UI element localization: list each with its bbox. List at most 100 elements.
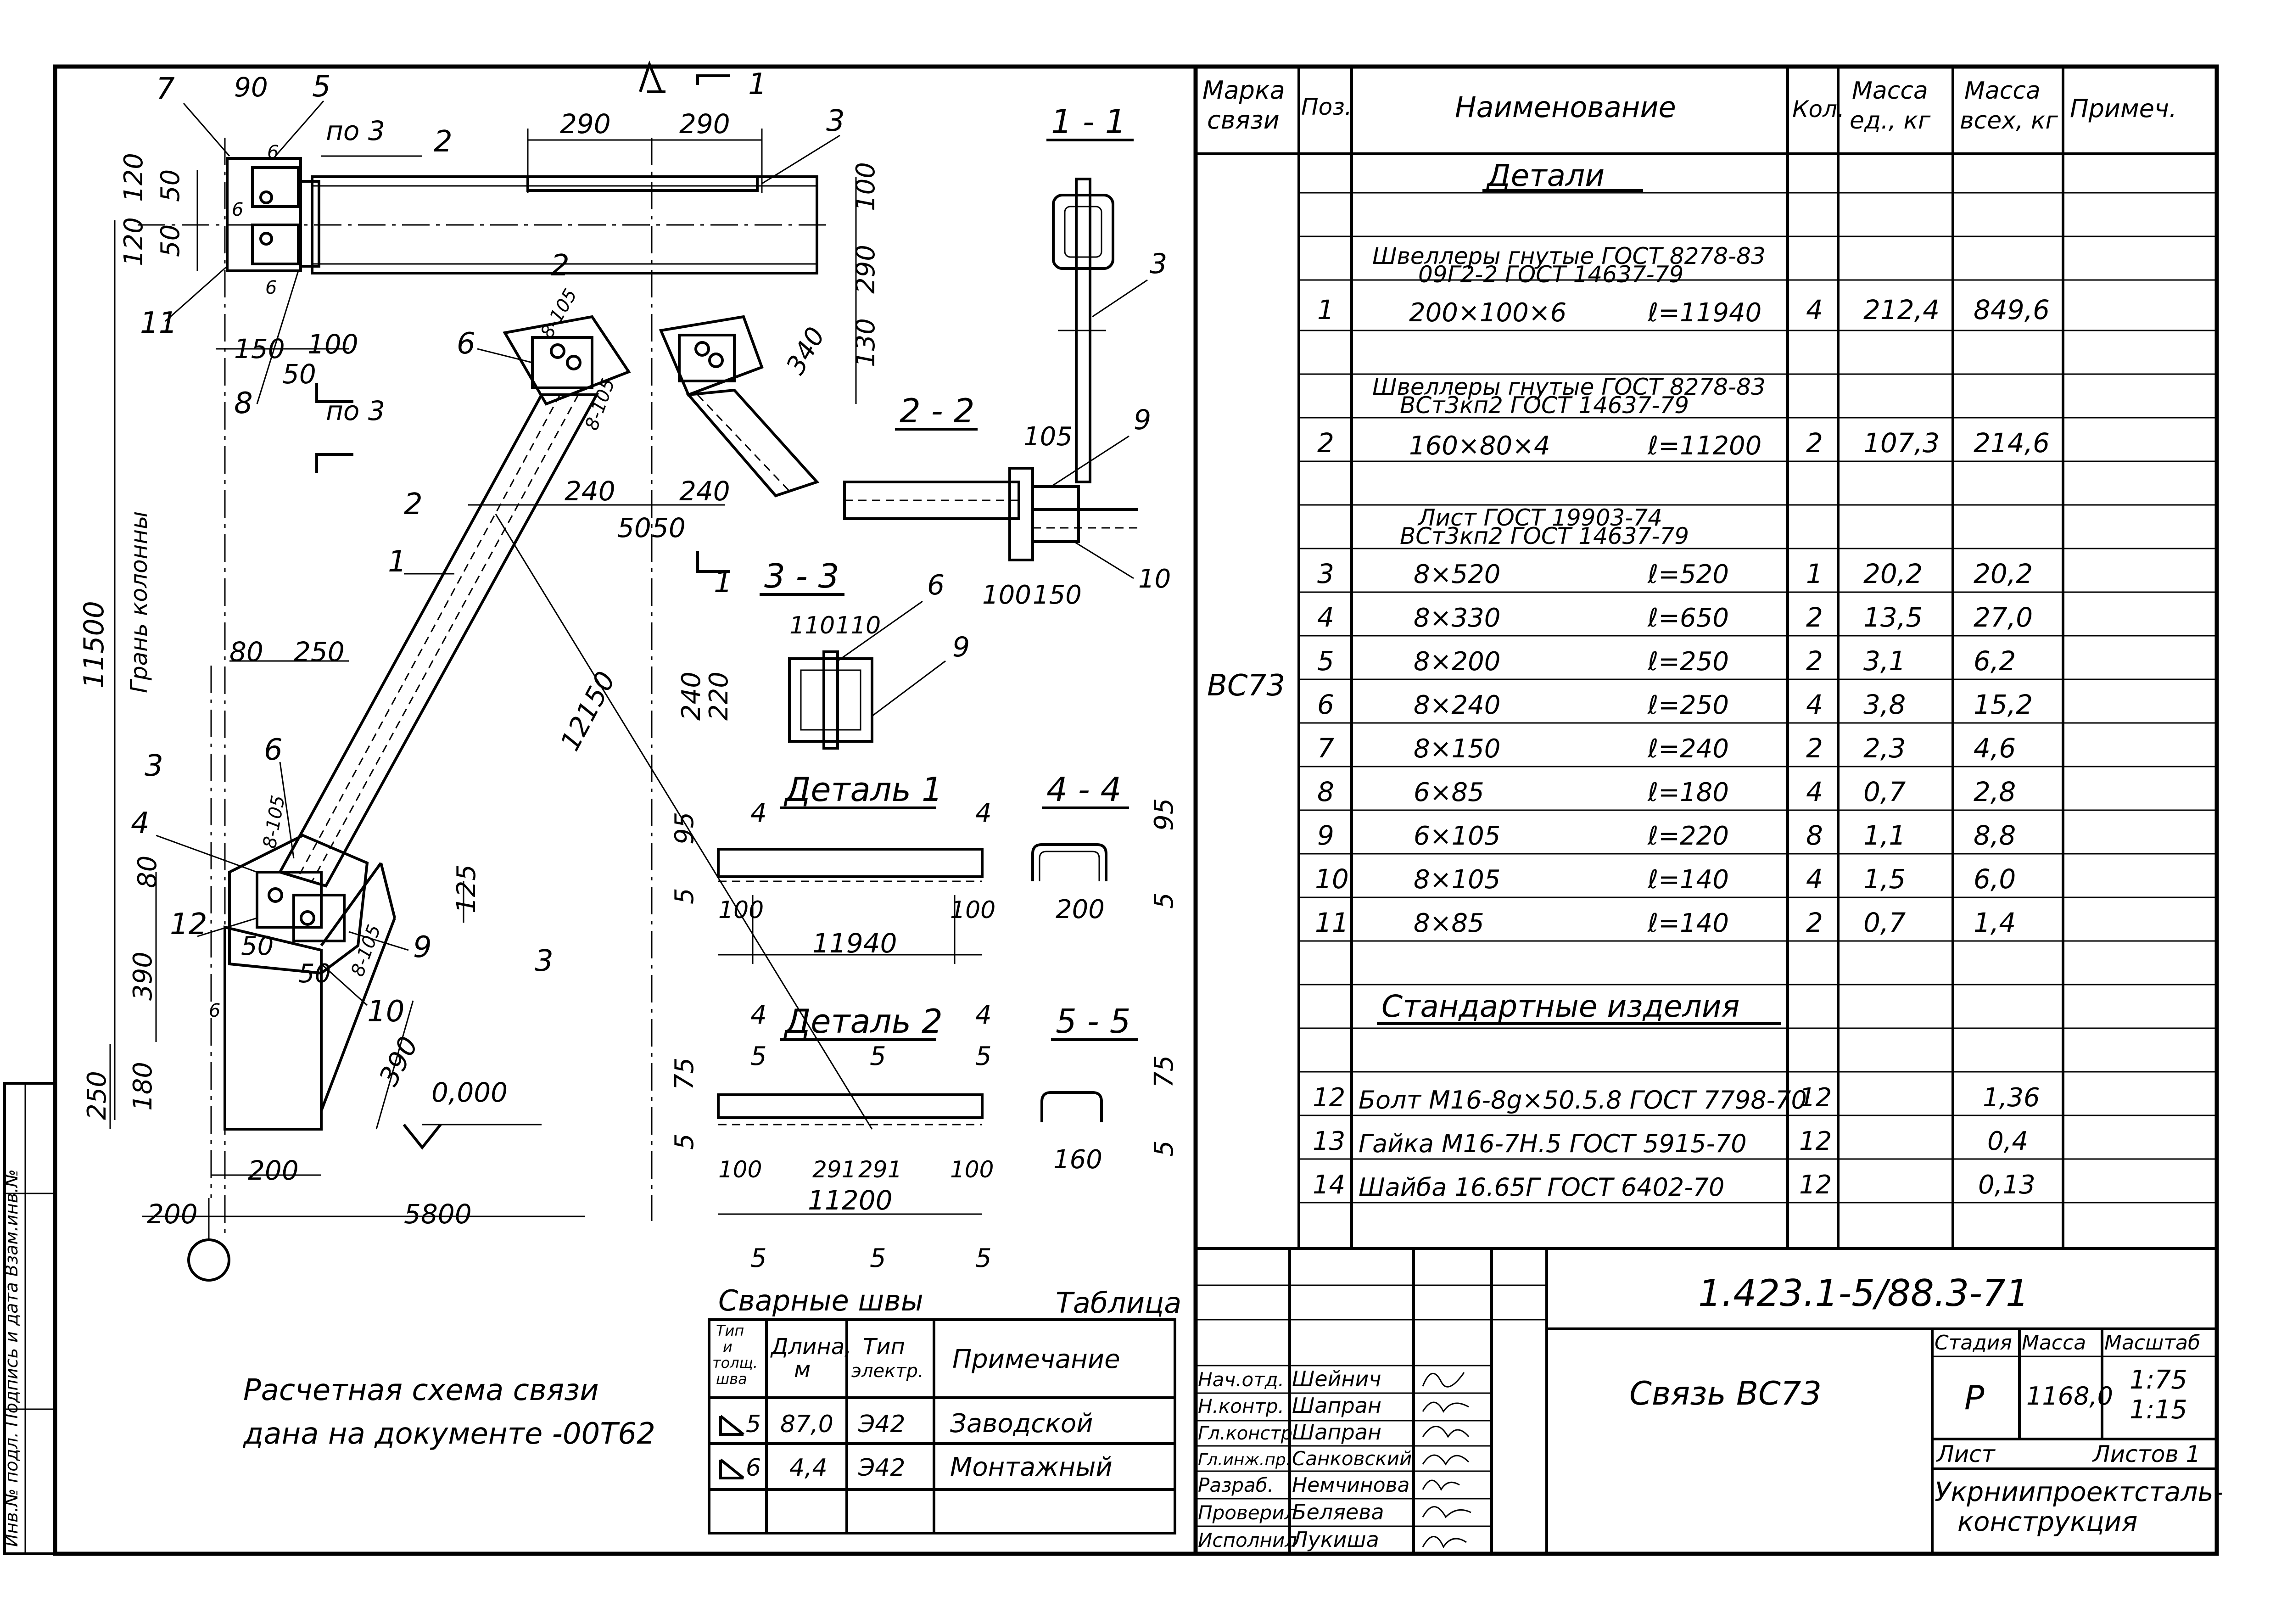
spec-group-1b: 09Г2-2 ГОСТ 14637-79 (1418, 261, 1683, 288)
spec-section-standard: Стандартные изделия (1381, 989, 1739, 1024)
dim-50f: 50 (241, 931, 274, 961)
cut-4a: 4 (750, 798, 767, 828)
callout-6b: 6 (264, 733, 283, 767)
dim-390a: 390 (128, 952, 158, 1001)
spec-std-row-12: 12 Болт М16-8g×50.5.8 ГОСТ 7798-70 12 1,… (1313, 1083, 2040, 1114)
dim-180: 180 (128, 1062, 158, 1111)
welds-h-type-2: и (723, 1338, 733, 1355)
spec-h-pos: Поз. (1301, 94, 1352, 120)
s55-dim-160: 160 (1053, 1145, 1102, 1175)
s44-dim-200: 200 (1056, 895, 1105, 924)
svg-text:8×330: 8×330 (1414, 603, 1500, 633)
svg-text:6,2: 6,2 (1974, 645, 2016, 677)
org-line-1: Укрниипроектсталь- (1935, 1476, 2223, 1507)
welds-h-type-1: Тип (716, 1322, 744, 1339)
svg-text:4: 4 (1806, 776, 1823, 807)
mass-value: 1168,0 (2026, 1382, 2113, 1411)
svg-text:1,1: 1,1 (1863, 820, 1906, 851)
svg-text:7: 7 (1317, 733, 1334, 764)
spec-h-mu-2: ед., кг (1850, 107, 1931, 134)
svg-text:3: 3 (1317, 558, 1334, 589)
welds-h-type-3: толщ. (712, 1354, 758, 1372)
dim-130: 130 (851, 318, 881, 367)
callout-1: 1 (388, 545, 407, 579)
d1-dim-95: 95 (670, 812, 699, 845)
spec-row-8: 8 6×85 ℓ=180 4 0,7 2,8 (1317, 776, 2016, 807)
cut-5d: 5 (750, 1243, 767, 1273)
svg-text:8×85: 8×85 (1414, 908, 1484, 938)
cut-4b: 4 (975, 798, 992, 828)
d2-dim-11200: 11200 (808, 1185, 893, 1216)
cut-5c: 5 (975, 1042, 992, 1071)
dim-50g: 50 (298, 959, 331, 989)
sig-name-3: Шапран (1292, 1420, 1381, 1445)
mass-label: Масса (2022, 1331, 2086, 1355)
callout-9: 9 (413, 930, 432, 964)
svg-text:14: 14 (1313, 1170, 1345, 1200)
svg-text:12: 12 (1313, 1083, 1345, 1113)
svg-text:12: 12 (1799, 1126, 1832, 1156)
d1-dim-100b: 100 (950, 896, 995, 924)
sig-name-7: Лукиша (1291, 1527, 1379, 1552)
s22-dim-150: 150 (1033, 580, 1082, 610)
spec-row-1: 1 200×100×6 ℓ=11940 4 212,4 849,6 (1317, 294, 2050, 328)
spec-row-3: 3 8×520 ℓ=520 1 20,2 20,2 (1317, 558, 2033, 589)
dim-120b: 120 (119, 217, 149, 266)
weld-6-a: 6 (267, 142, 279, 163)
svg-text:212,4: 212,4 (1863, 294, 1940, 325)
dim-12150: 12150 (554, 666, 621, 756)
s33-callout-6: 6 (927, 569, 945, 601)
svg-text:1,5: 1,5 (1863, 863, 1906, 895)
cut-2-top: 2 (551, 249, 570, 283)
dim-240a: 240 (565, 476, 615, 507)
svg-text:8×520: 8×520 (1414, 560, 1500, 589)
detail-1-title: Деталь 1 (783, 770, 943, 809)
s33-callout-9: 9 (952, 631, 970, 663)
sig-role-7: Исполнил (1198, 1529, 1297, 1551)
s22-dim-105: 105 (1023, 422, 1073, 452)
base-plate-12 (224, 925, 323, 1131)
callout-11: 11 (140, 306, 177, 340)
spec-group-3b: ВСт3кп2 ГОСТ 14637-79 (1400, 523, 1689, 549)
svg-text:6,0: 6,0 (1974, 863, 2016, 895)
dim-340: 340 (781, 322, 831, 380)
dim-12150-line (495, 514, 873, 1130)
welds-h-el-2: электр. (851, 1361, 924, 1382)
svg-text:ℓ=250: ℓ=250 (1647, 647, 1729, 677)
svg-text:Шайба 16.65Г ГОСТ 6402-70: Шайба 16.65Г ГОСТ 6402-70 (1359, 1173, 1724, 1202)
cut-3-left: 3 (145, 749, 163, 783)
d1-dim-11940: 11940 (812, 928, 897, 959)
s33-dim-110b: 110 (835, 612, 881, 639)
svg-text:1: 1 (1806, 558, 1823, 589)
svg-text:ℓ=140: ℓ=140 (1647, 908, 1729, 938)
svg-text:20,2: 20,2 (1863, 558, 1923, 589)
callout-6a: 6 (457, 327, 475, 361)
dimension-lines (109, 129, 873, 1217)
section-4-4: 4 - 4 200 95 5 (1031, 770, 1179, 924)
spec-row-11: 11 8×85 ℓ=140 2 0,7 1,4 (1315, 907, 2016, 938)
s55-dim-5: 5 (1149, 1140, 1179, 1157)
detail-2: Деталь 2 75 5 100 291 291 100 11200 5 5 … (670, 1002, 994, 1273)
cut-5e: 5 (870, 1243, 886, 1273)
d2-dim-291a: 291 (812, 1156, 856, 1183)
signature-scribbles (1422, 1372, 1471, 1549)
welds-h-el-1: Тип (863, 1334, 905, 1360)
spec-row-7: 7 8×150 ℓ=240 2 2,3 4,6 (1317, 733, 2016, 764)
weld-6-c: 6 (265, 277, 277, 298)
spec-row-2: 2 160×80×4 ℓ=11200 2 107,3 214,6 (1317, 427, 2050, 461)
svg-text:ℓ=11940: ℓ=11940 (1647, 298, 1761, 328)
svg-text:2: 2 (1806, 733, 1823, 764)
spec-h-mark-1: Марка (1202, 76, 1285, 105)
dim-290a: 290 (560, 108, 611, 140)
title-block: Нач.отд. Шейнич Н.контр. Шапран Гл.конст… (1196, 1247, 2223, 1554)
svg-text:4: 4 (1806, 294, 1823, 325)
spec-group-2b: ВСт3кп2 ГОСТ 14637-79 (1400, 392, 1689, 419)
section-2-2-title: 2 - 2 (900, 392, 974, 430)
spec-section-details: Детали (1486, 158, 1605, 193)
svg-text:9: 9 (1317, 820, 1334, 851)
s33-dim-240: 240 (677, 672, 706, 721)
dim-390b: 390 (373, 1031, 424, 1091)
weld-row-1-note: Заводской (950, 1409, 1093, 1439)
d2-dim-5: 5 (670, 1133, 699, 1150)
spec-group-3a: Лист ГОСТ 19903-74 (1417, 504, 1662, 531)
